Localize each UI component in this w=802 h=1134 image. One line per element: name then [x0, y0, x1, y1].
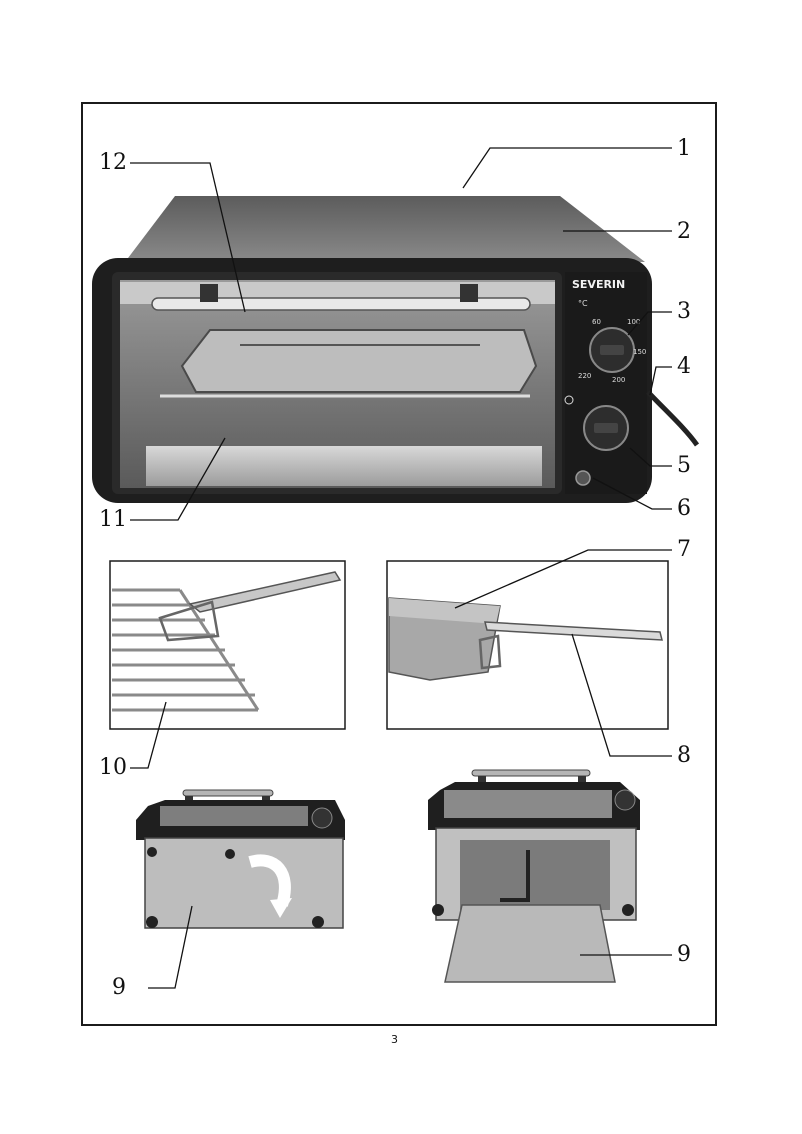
thermostat-label-100: 100 [627, 318, 640, 326]
callout-12: 12 [99, 150, 127, 175]
oven-main: SEVERIN °C 60 100 150 200 220 [92, 196, 700, 503]
callout-4: 4 [677, 354, 691, 379]
indicator-lamp [575, 470, 591, 486]
callout-1: 1 [677, 136, 691, 161]
page-number: 3 [391, 1033, 398, 1046]
callout-5: 5 [677, 453, 691, 478]
oven-back-panel [144, 837, 344, 929]
callout-8: 8 [677, 743, 691, 768]
door-bottom-trim [146, 446, 542, 486]
oven-top-cover [125, 196, 645, 262]
tray-handle [484, 621, 663, 641]
oven-open-view [428, 769, 640, 983]
power-cable [646, 390, 700, 447]
open-door [444, 904, 616, 983]
baking-tray [180, 329, 538, 393]
callout-9-back: 9 [112, 975, 126, 1000]
rotate-arrow-icon [248, 854, 291, 907]
figure-frame [81, 102, 717, 1026]
baking-tray-panel [386, 560, 669, 730]
clock-icon [564, 395, 574, 405]
oven-cavity [460, 840, 610, 910]
thermostat-label-220: 220 [578, 372, 591, 380]
oven-back-view [136, 789, 345, 929]
callout-2: 2 [677, 219, 691, 244]
door-handle [151, 297, 531, 311]
callout-11: 11 [99, 507, 127, 532]
thermostat-label-200: 200 [612, 376, 625, 384]
control-panel [565, 272, 647, 494]
thermostat-label-60: 60 [592, 318, 601, 326]
callout-3: 3 [677, 299, 691, 324]
callout-10: 10 [99, 755, 127, 780]
thermostat-label-150: 150 [633, 348, 646, 356]
callout-9-door: 9 [677, 942, 691, 967]
rack-handle [188, 571, 342, 613]
callout-6: 6 [677, 496, 691, 521]
leader-lines [130, 147, 672, 989]
wire-rack-panel [109, 560, 346, 730]
wire-rack [112, 588, 260, 712]
temperature-unit: °C [578, 299, 588, 308]
brand-logo: SEVERIN [572, 278, 625, 291]
callout-7: 7 [677, 537, 691, 562]
